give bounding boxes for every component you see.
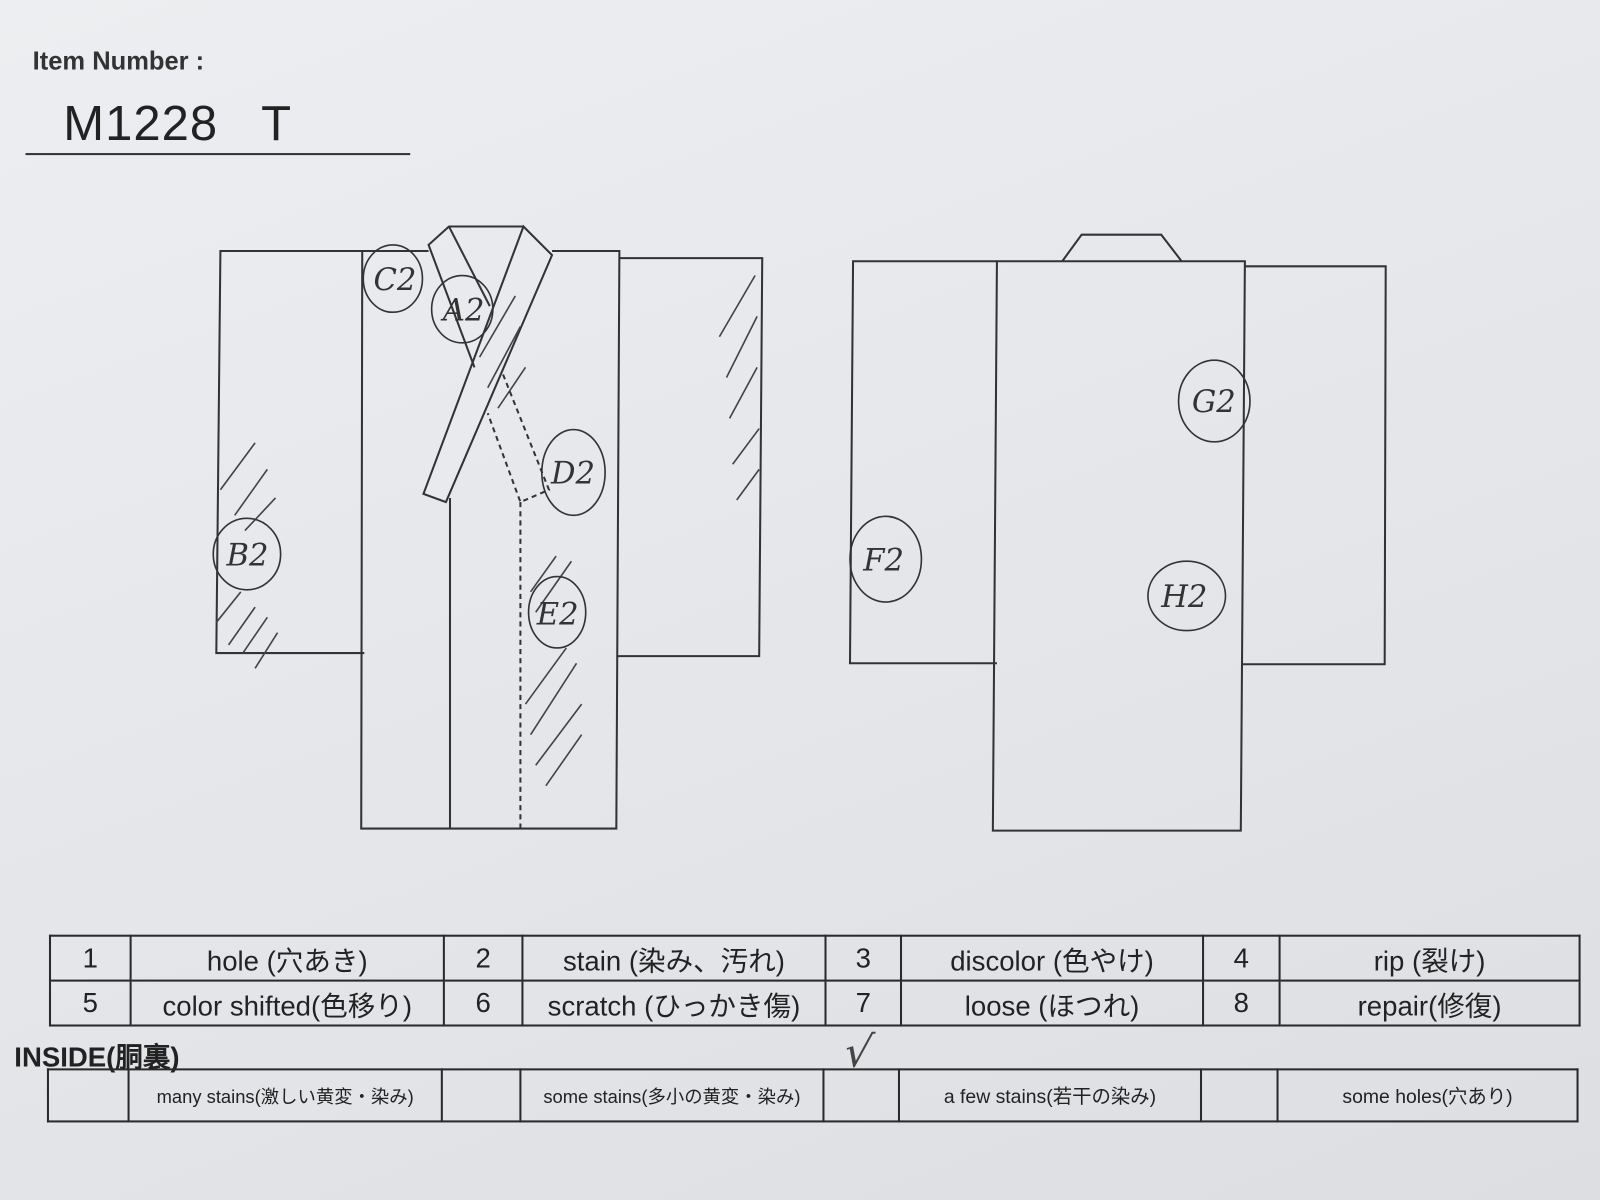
mark-a2: A2 [440,293,485,328]
inside-checkbox-few-stains[interactable] [822,1068,900,1123]
legend-num: 4 [1202,934,1281,982]
legend-label: rip (裂け) [1278,934,1581,982]
item-number-underline [25,153,411,156]
mark-g2: G2 [1192,385,1236,420]
legend-num: 1 [48,934,132,982]
inside-label: many stains(激しい黄変・染み) [127,1068,443,1123]
legend-num: 6 [442,979,524,1027]
inside-label: some holes(穴あり) [1276,1068,1579,1123]
back-body [991,260,1246,832]
legend-num: 8 [1202,979,1281,1027]
front-left-sleeve [215,249,365,655]
back-collar [1061,233,1183,262]
collar-band-front [422,224,554,504]
front-right-sleeve [617,257,764,658]
legend-row: 1 hole (穴あき) 2 stain (染み、汚れ) 3 discolor … [48,934,1581,982]
legend-label: scratch (ひっかき傷) [521,979,827,1027]
mark-e2: E2 [536,597,579,632]
kimono-front-diagram [215,224,764,830]
inside-row: many stains(激しい黄変・染み) some stains(多小の黄変・… [46,1068,1579,1123]
legend-label: discolor (色やけ) [899,934,1205,982]
mark-f2: F2 [862,543,904,578]
legend-num: 3 [824,934,903,982]
inside-condition-table: many stains(激しい黄変・染み) some stains(多小の黄変・… [46,1068,1579,1123]
damage-legend-table: 1 hole (穴あき) 2 stain (染み、汚れ) 3 discolor … [48,934,1581,1027]
mark-b2: B2 [226,538,269,573]
legend-label: color shifted(色移り) [129,979,445,1027]
back-right-sleeve [1242,265,1387,666]
legend-label: loose (ほつれ) [899,979,1205,1027]
legend-num: 5 [48,979,132,1027]
kimono-back-diagram [848,233,1387,832]
back-left-sleeve [848,260,997,665]
inside-checkbox-many-stains[interactable] [46,1068,130,1123]
inside-label: some stains(多小の黄変・染み) [519,1068,825,1123]
legend-label: repair(修復) [1278,979,1581,1027]
front-body [360,249,621,830]
item-number-value: M1228 T [63,96,293,152]
mark-h2: H2 [1160,580,1207,615]
legend-label: stain (染み、汚れ) [521,934,827,982]
hatching-marks [215,275,760,787]
inside-label: a few stains(若干の染み) [897,1068,1203,1123]
legend-label: hole (穴あき) [129,934,445,982]
legend-num: 2 [442,934,524,982]
inside-checkbox-some-stains[interactable] [440,1068,522,1123]
item-number-label: Item Number : [32,46,205,76]
inside-checkbox-some-holes[interactable] [1199,1068,1279,1123]
damage-mark-circles [212,244,1251,649]
legend-row: 5 color shifted(色移り) 6 scratch (ひっかき傷) 7… [48,979,1581,1027]
legend-num: 7 [824,979,903,1027]
inside-section-title: INSIDE(胴裏) [14,1041,180,1073]
mark-c2: C2 [373,263,416,298]
mark-d2: D2 [550,457,595,492]
